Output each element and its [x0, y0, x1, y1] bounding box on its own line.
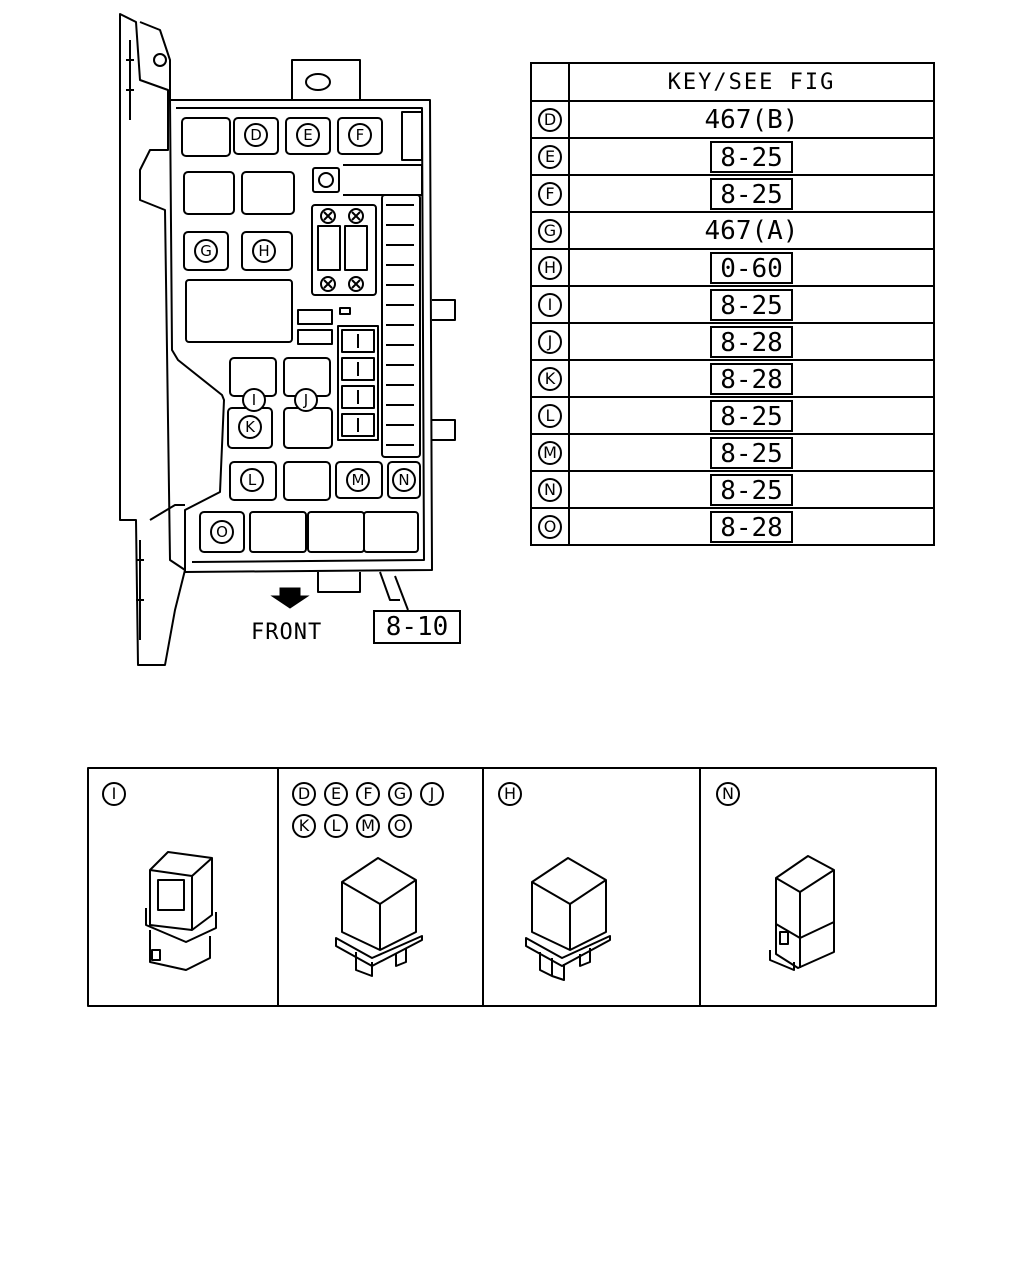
table-cell-key: M — [530, 433, 570, 472]
ref-link-box[interactable]: 8-25 — [710, 473, 793, 506]
key-circle: J — [538, 329, 562, 354]
panel-2-label: J — [420, 782, 444, 806]
key-circle: G — [538, 218, 562, 243]
key-circle: M — [538, 440, 562, 465]
panel-4-label: N — [716, 782, 740, 806]
key-circle: L — [538, 403, 562, 428]
key-circle: I — [538, 292, 562, 317]
panel-2-label: M — [356, 814, 380, 838]
table-row: E 8-25 — [530, 137, 935, 176]
table-row: H 0-60 — [530, 248, 935, 287]
ref-link-box[interactable]: 8-25 — [710, 436, 793, 469]
table-cell-key: F — [530, 174, 570, 213]
table-header-key — [530, 62, 570, 102]
table-cell-key: J — [530, 322, 570, 361]
table-row: J 8-28 — [530, 322, 935, 361]
panel-2-label: L — [324, 814, 348, 838]
table-row: L 8-25 — [530, 396, 935, 435]
table-cell-ref: 8-25 — [568, 470, 935, 509]
ref-link-box[interactable]: 8-28 — [710, 510, 793, 543]
table-cell-ref: 8-25 — [568, 396, 935, 435]
key-circle: F — [538, 181, 562, 206]
table-cell-ref: 0-60 — [568, 248, 935, 287]
key-circle: K — [538, 366, 562, 391]
panel-2-label: O — [388, 814, 412, 838]
panel-2-label: F — [356, 782, 380, 806]
table-row: F 8-25 — [530, 174, 935, 213]
ref-link-box[interactable]: 8-25 — [710, 177, 793, 210]
table-row: I 8-25 — [530, 285, 935, 324]
label-j: J — [294, 388, 318, 412]
table-row: M 8-25 — [530, 433, 935, 472]
ref-link-box[interactable]: 8-25 — [710, 399, 793, 432]
panel-3-labels: H — [498, 782, 530, 806]
table-cell-ref: 8-25 — [568, 174, 935, 213]
label-d: D — [244, 123, 268, 147]
table-cell-ref: 467(A) — [568, 211, 935, 250]
label-m: M — [346, 468, 370, 492]
ref-link-box[interactable]: 8-25 — [710, 288, 793, 321]
table-cell-ref: 8-25 — [568, 433, 935, 472]
table-cell-ref: 8-28 — [568, 322, 935, 361]
panel-2-label: K — [292, 814, 316, 838]
label-n: N — [392, 468, 416, 492]
table-cell-key: H — [530, 248, 570, 287]
label-k: K — [238, 415, 262, 439]
label-o: O — [210, 520, 234, 544]
panel-3-label: H — [498, 782, 522, 806]
front-arrow-icon — [270, 587, 310, 609]
key-circle: H — [538, 255, 562, 280]
label-l: L — [240, 468, 264, 492]
table-cell-key: O — [530, 507, 570, 546]
key-circle: E — [538, 144, 562, 169]
table-row: D 467(B) — [530, 100, 935, 139]
panel-2-label: G — [388, 782, 412, 806]
label-h: H — [252, 239, 276, 263]
label-e: E — [296, 123, 320, 147]
table-row: N 8-25 — [530, 470, 935, 509]
ref-link-box[interactable]: 8-28 — [710, 362, 793, 395]
table-cell-key: I — [530, 285, 570, 324]
panel-4-labels: N — [716, 782, 748, 806]
table-cell-ref: 8-28 — [568, 507, 935, 546]
table-cell-key: L — [530, 396, 570, 435]
ref-link-box[interactable]: 8-28 — [710, 325, 793, 358]
table-header-label: KEY/SEE FIG — [568, 62, 935, 102]
table-cell-key: D — [530, 100, 570, 139]
table-cell-ref: 8-28 — [568, 359, 935, 398]
table-cell-key: G — [530, 211, 570, 250]
key-circle: D — [538, 107, 562, 132]
table-cell-key: K — [530, 359, 570, 398]
table-row: K 8-28 — [530, 359, 935, 398]
ref-text: 467(B) — [704, 104, 799, 135]
key-circle: N — [538, 477, 562, 502]
panel-1-label: I — [102, 782, 126, 806]
table-row: G 467(A) — [530, 211, 935, 250]
ref-link-box[interactable]: 8-25 — [710, 140, 793, 173]
ref-text: 467(A) — [704, 215, 799, 246]
label-i: I — [242, 388, 266, 412]
panel-1-labels: I — [102, 782, 134, 806]
table-cell-key: E — [530, 137, 570, 176]
table-row: O 8-28 — [530, 507, 935, 546]
table-header-row: KEY/SEE FIG — [530, 62, 935, 102]
label-f: F — [348, 123, 372, 147]
label-g: G — [194, 239, 218, 263]
panel-2-label: D — [292, 782, 316, 806]
panel-2-label: E — [324, 782, 348, 806]
table-cell-key: N — [530, 470, 570, 509]
table-cell-ref: 8-25 — [568, 285, 935, 324]
key-circle: O — [538, 514, 562, 539]
ref-link-box[interactable]: 0-60 — [710, 251, 793, 284]
main-ref-box[interactable]: 8-10 — [373, 610, 461, 644]
front-label: FRONT — [251, 620, 323, 645]
table-cell-ref: 467(B) — [568, 100, 935, 139]
table-cell-ref: 8-25 — [568, 137, 935, 176]
